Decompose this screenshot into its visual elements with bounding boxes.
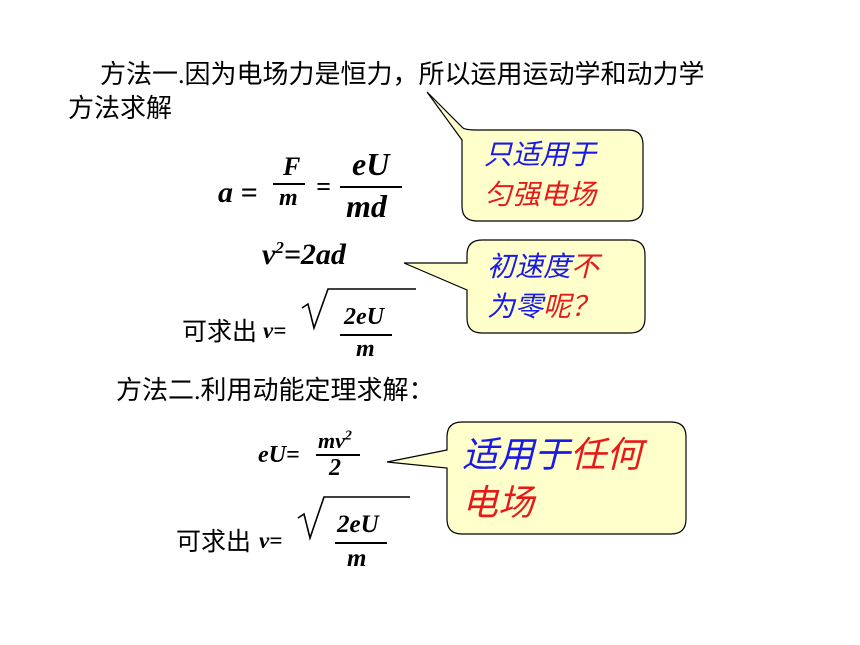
callout2-line1: 初速度不 — [487, 250, 600, 283]
accel-frac2-num: eU — [352, 146, 390, 182]
energy-num: mv2 — [318, 428, 352, 453]
callout-bubble-1 — [426, 91, 644, 222]
result1-radical — [301, 288, 416, 331]
result1-prefix: 可求出 — [182, 319, 258, 346]
eq-v-squared: v2=2ad — [262, 238, 346, 271]
callout2-line2: 为零呢？ — [487, 290, 600, 323]
method1-line2: 方法求解 — [68, 94, 173, 123]
method1-line1: 方法一.因为电场力是恒力，所以运用运动学和动力学 — [100, 60, 705, 89]
callout1-line2: 匀强电场 — [484, 178, 597, 211]
energy-frac-line — [316, 454, 360, 456]
method2-text: 方法二.利用动能定理求解： — [116, 376, 435, 405]
callout-bubble-3 — [386, 421, 687, 535]
result2-prefix: 可求出 — [176, 529, 252, 556]
accel-lhs: a = — [218, 176, 258, 209]
callout-bubble-2 — [403, 239, 646, 334]
result1-den: m — [356, 336, 375, 362]
result2-frac-line — [335, 542, 387, 544]
callout1-line1: 只适用于 — [484, 138, 597, 171]
result2-radical — [297, 496, 410, 541]
callout3-line1: 适用于任何 — [462, 435, 643, 476]
energy-den: 2 — [329, 455, 341, 481]
result2-num: 2eU — [337, 511, 379, 538]
accel-eq: = — [316, 172, 331, 201]
result1-var: v= — [263, 318, 287, 343]
callout3-line2: 电场 — [462, 483, 535, 524]
accel-frac1-num: F — [283, 152, 301, 181]
accel-frac1-den: m — [279, 185, 298, 211]
accel-frac2-line — [340, 186, 402, 188]
result1-frac-line — [340, 334, 392, 336]
accel-frac2-den: md — [346, 188, 387, 224]
result1-num: 2eU — [344, 304, 384, 330]
result2-den: m — [347, 545, 367, 572]
accel-frac1-line — [273, 183, 305, 185]
energy-lhs: eU= — [258, 442, 300, 468]
result2-var: v= — [259, 528, 283, 553]
